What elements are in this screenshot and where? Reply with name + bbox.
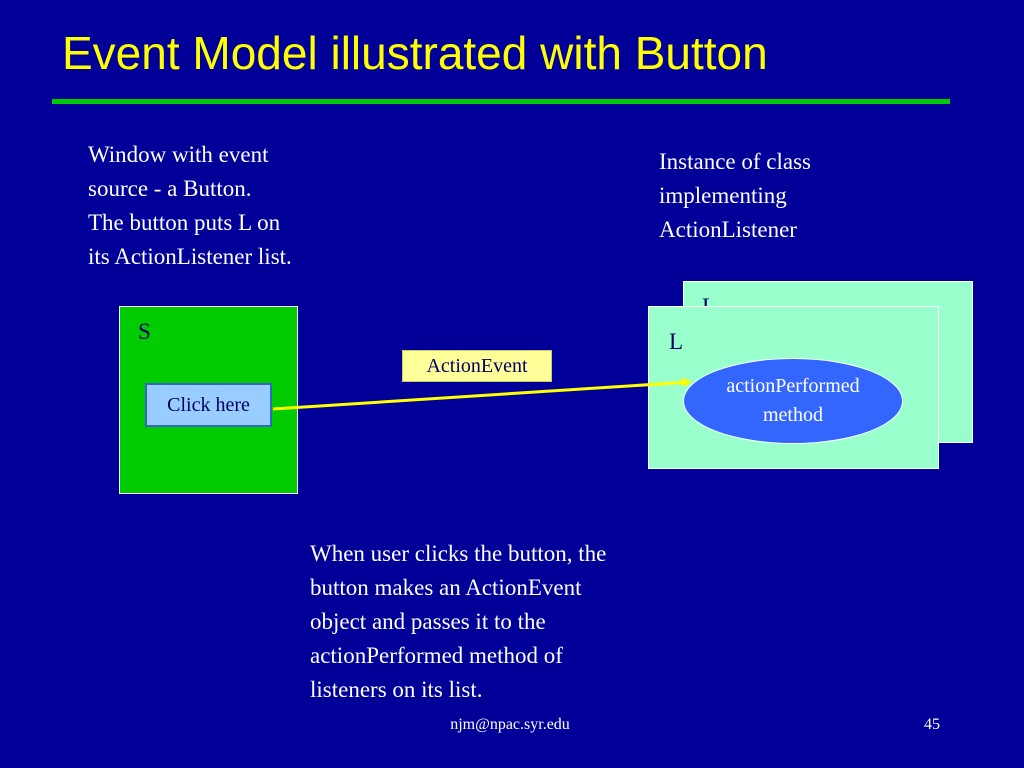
slide-title: Event Model illustrated with Button [62, 27, 768, 79]
note-listener-instance: Instance of class implementing ActionLis… [659, 145, 919, 247]
event-arrow-line [272, 377, 692, 411]
note-line: button makes an ActionEvent [310, 575, 582, 600]
note-line: actionPerformed method of [310, 643, 563, 668]
note-line: Window with event [88, 142, 269, 167]
click-here-button[interactable]: Click here [145, 383, 272, 427]
note-window-source: Window with event source - a Button. The… [88, 138, 388, 274]
note-line: implementing [659, 183, 787, 208]
action-performed-method: actionPerformed method [683, 358, 903, 444]
method-line: method [763, 404, 823, 426]
action-event-label: ActionEvent [402, 350, 552, 382]
note-click-explanation: When user clicks the button, the button … [310, 537, 690, 707]
note-line: its ActionListener list. [88, 244, 292, 269]
window-s-label: S [138, 319, 151, 344]
note-line: The button puts L on [88, 210, 281, 235]
method-line: actionPerformed [726, 375, 860, 397]
note-line: listeners on its list. [310, 677, 483, 702]
note-line: When user clicks the button, the [310, 541, 607, 566]
note-line: object and passes it to the [310, 609, 546, 634]
title-divider [52, 99, 950, 104]
listener-front-label: L [669, 329, 684, 354]
footer-email: njm@npac.syr.edu [450, 716, 570, 733]
note-line: ActionListener [659, 217, 797, 242]
footer-page-number: 45 [924, 716, 940, 733]
note-line: source - a Button. [88, 176, 252, 201]
note-line: Instance of class [659, 149, 811, 174]
